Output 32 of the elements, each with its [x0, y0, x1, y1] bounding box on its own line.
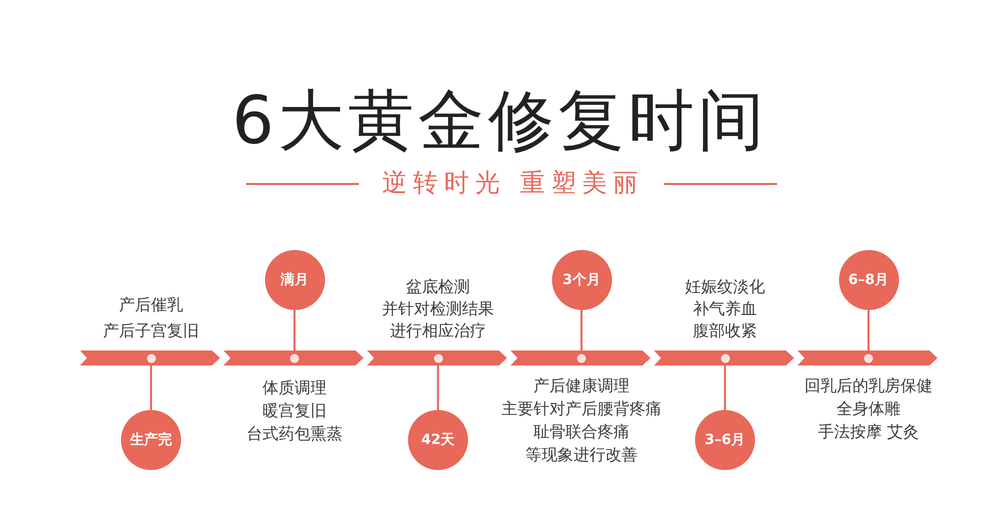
milestone-label: 满月: [280, 272, 308, 288]
connector-line: [294, 310, 296, 354]
description-text: 等现象进行改善: [526, 444, 638, 466]
milestone-label: 生产完: [130, 432, 172, 448]
description-text: 补气养血: [693, 298, 757, 320]
milestone-label: 42天: [421, 432, 455, 448]
description-text: 耻骨联合疼痛: [534, 420, 630, 442]
connector-line: [437, 362, 439, 410]
subtitle: 逆转时光 重塑美丽: [382, 170, 644, 194]
description-text: 产后健康调理: [534, 374, 630, 396]
connector-line: [724, 362, 726, 410]
description-text: 台式药包熏蒸: [246, 422, 342, 444]
title: 6大黄金修复时间: [232, 88, 768, 154]
description-text: 腹部收紧: [693, 320, 757, 342]
connector-line: [150, 362, 152, 410]
description-text: 主要针对产后腰背疼痛: [502, 398, 662, 420]
description-text: 暖宫复旧: [262, 400, 326, 422]
connector-line: [580, 310, 582, 354]
description-text: 并针对检测结果: [382, 298, 494, 320]
connector-line: [868, 310, 870, 354]
description-text: 妊娠纹淡化: [685, 276, 765, 298]
description-text: 产后催乳: [119, 294, 183, 316]
description-text: 盆底检测: [406, 276, 470, 298]
description-text: 体质调理: [262, 376, 326, 398]
description-text: 产后子宫复旧: [103, 320, 199, 342]
milestone-label: 6–8月: [848, 272, 889, 288]
milestone-label: 3个月: [562, 272, 600, 288]
description-text: 回乳后的乳房保健: [804, 374, 932, 396]
description-text: 全身体雕: [836, 398, 900, 420]
milestone-label: 3–6月: [704, 432, 746, 448]
description-text: 进行相应治疗: [390, 320, 486, 342]
description-text: 手法按摩 艾灸: [818, 420, 920, 442]
